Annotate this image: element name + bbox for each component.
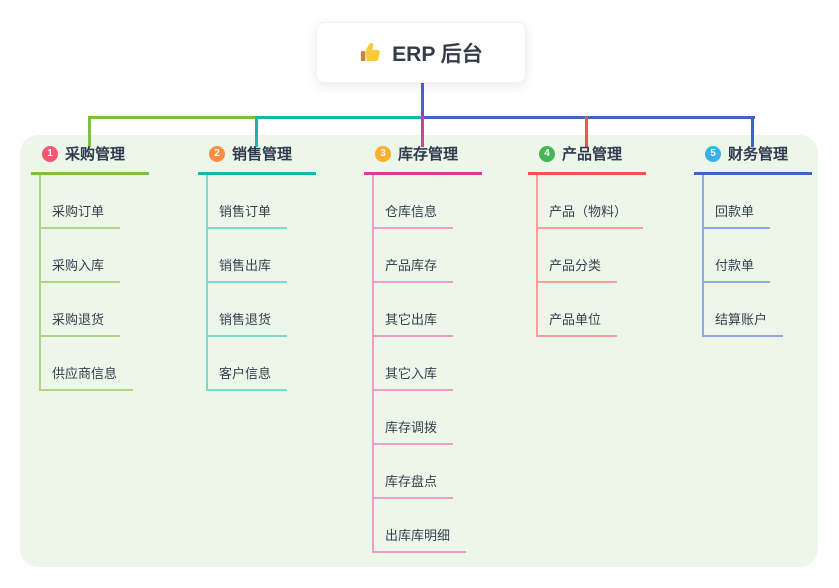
branch-column: 1 采购管理采购订单采购入库采购退货供应商信息 [31, 135, 149, 391]
branch-children: 回款单付款单结算账户 [702, 175, 812, 337]
branch-number-badge: 3 [375, 145, 391, 162]
child-node-row: 采购入库 [39, 229, 149, 283]
child-node-row: 销售退货 [206, 283, 316, 337]
thumbs-up-icon [359, 41, 382, 64]
branch-node-label: 财务管理 [728, 146, 789, 163]
branch-column: 5 财务管理回款单付款单结算账户 [694, 135, 812, 337]
branch-column: 2 销售管理销售订单销售出库销售退货客户信息 [198, 135, 316, 391]
child-node-row: 其它出库 [372, 283, 482, 337]
child-node-row: 供应商信息 [39, 337, 149, 391]
branch-number-badge: 4 [539, 145, 555, 162]
child-node[interactable]: 产品单位 [536, 309, 618, 337]
root-stem-line [421, 83, 424, 119]
child-node[interactable]: 销售退货 [206, 309, 288, 337]
branch-children: 采购订单采购入库采购退货供应商信息 [39, 175, 149, 391]
child-node[interactable]: 其它出库 [372, 309, 454, 337]
child-node-row: 产品单位 [536, 283, 646, 337]
branch-node-1[interactable]: 1 采购管理 [31, 135, 149, 175]
branch-children: 销售订单销售出库销售退货客户信息 [206, 175, 316, 391]
branch-number-badge: 5 [705, 145, 721, 162]
child-node[interactable]: 其它入库 [372, 363, 454, 391]
branch-drop-line [88, 116, 91, 147]
child-node-row: 其它入库 [372, 337, 482, 391]
bus-mid-teal [255, 116, 423, 119]
child-node-row: 产品分类 [536, 229, 646, 283]
children-connector-line [536, 175, 538, 337]
child-node[interactable]: 采购退货 [39, 309, 121, 337]
child-node-row: 库存盘点 [372, 445, 482, 499]
child-node[interactable]: 仓库信息 [372, 201, 454, 229]
child-node[interactable]: 产品（物料） [536, 201, 644, 229]
child-node[interactable]: 出库库明细 [372, 525, 467, 553]
branch-node-label: 产品管理 [562, 146, 623, 163]
branch-children: 产品（物料） 产品分类产品单位 [536, 175, 646, 337]
branch-node-2[interactable]: 2 销售管理 [198, 135, 316, 175]
branch-node-3[interactable]: 3 库存管理 [364, 135, 482, 175]
child-node-row: 采购订单 [39, 175, 149, 229]
root-node-erp[interactable]: ERP 后台 [316, 22, 526, 83]
child-node[interactable]: 库存调拨 [372, 417, 454, 445]
children-connector-line [39, 175, 41, 391]
child-node[interactable]: 回款单 [702, 201, 771, 229]
child-node[interactable]: 付款单 [702, 255, 771, 283]
branch-node-label: 销售管理 [232, 146, 293, 163]
child-node-row: 采购退货 [39, 283, 149, 337]
child-node[interactable]: 采购订单 [39, 201, 121, 229]
children-connector-line [372, 175, 374, 553]
branch-number-badge: 1 [42, 145, 58, 162]
child-node-row: 付款单 [702, 229, 812, 283]
branch-children: 仓库信息产品库存其它出库其它入库库存调拨库存盘点出库库明细 [372, 175, 482, 553]
child-node[interactable]: 销售出库 [206, 255, 288, 283]
branch-node-label: 采购管理 [65, 146, 126, 163]
child-node[interactable]: 采购入库 [39, 255, 121, 283]
child-node[interactable]: 销售订单 [206, 201, 288, 229]
child-node-row: 产品库存 [372, 229, 482, 283]
child-node[interactable]: 产品库存 [372, 255, 454, 283]
branch-drop-line [751, 116, 754, 147]
child-node-row: 产品（物料） [536, 175, 646, 229]
children-connector-line [702, 175, 704, 337]
bus-right-blue [422, 116, 755, 119]
branch-column: 3 库存管理仓库信息产品库存其它出库其它入库库存调拨库存盘点出库库明细 [364, 135, 482, 553]
child-node-row: 库存调拨 [372, 391, 482, 445]
child-node[interactable]: 结算账户 [702, 309, 784, 337]
child-node[interactable]: 供应商信息 [39, 363, 134, 391]
child-node-row: 结算账户 [702, 283, 812, 337]
branch-node-5[interactable]: 5 财务管理 [694, 135, 812, 175]
child-node-row: 销售订单 [206, 175, 316, 229]
branch-drop-line [255, 116, 258, 147]
child-node[interactable]: 库存盘点 [372, 471, 454, 499]
child-node-row: 出库库明细 [372, 499, 482, 553]
root-node-label: ERP 后台 [392, 42, 483, 66]
branch-column: 4 产品管理产品（物料） 产品分类产品单位 [528, 135, 646, 337]
branch-drop-line [421, 116, 424, 147]
child-node-row: 仓库信息 [372, 175, 482, 229]
child-node-row: 客户信息 [206, 337, 316, 391]
child-node[interactable]: 产品分类 [536, 255, 618, 283]
child-node[interactable]: 客户信息 [206, 363, 288, 391]
mindmap-canvas [20, 135, 818, 567]
branch-node-label: 库存管理 [398, 146, 459, 163]
branch-node-4[interactable]: 4 产品管理 [528, 135, 646, 175]
child-node-row: 回款单 [702, 175, 812, 229]
bus-left-green [88, 116, 257, 119]
child-node-row: 销售出库 [206, 229, 316, 283]
branch-drop-line [585, 116, 588, 147]
branch-number-badge: 2 [209, 145, 225, 162]
children-connector-line [206, 175, 208, 391]
